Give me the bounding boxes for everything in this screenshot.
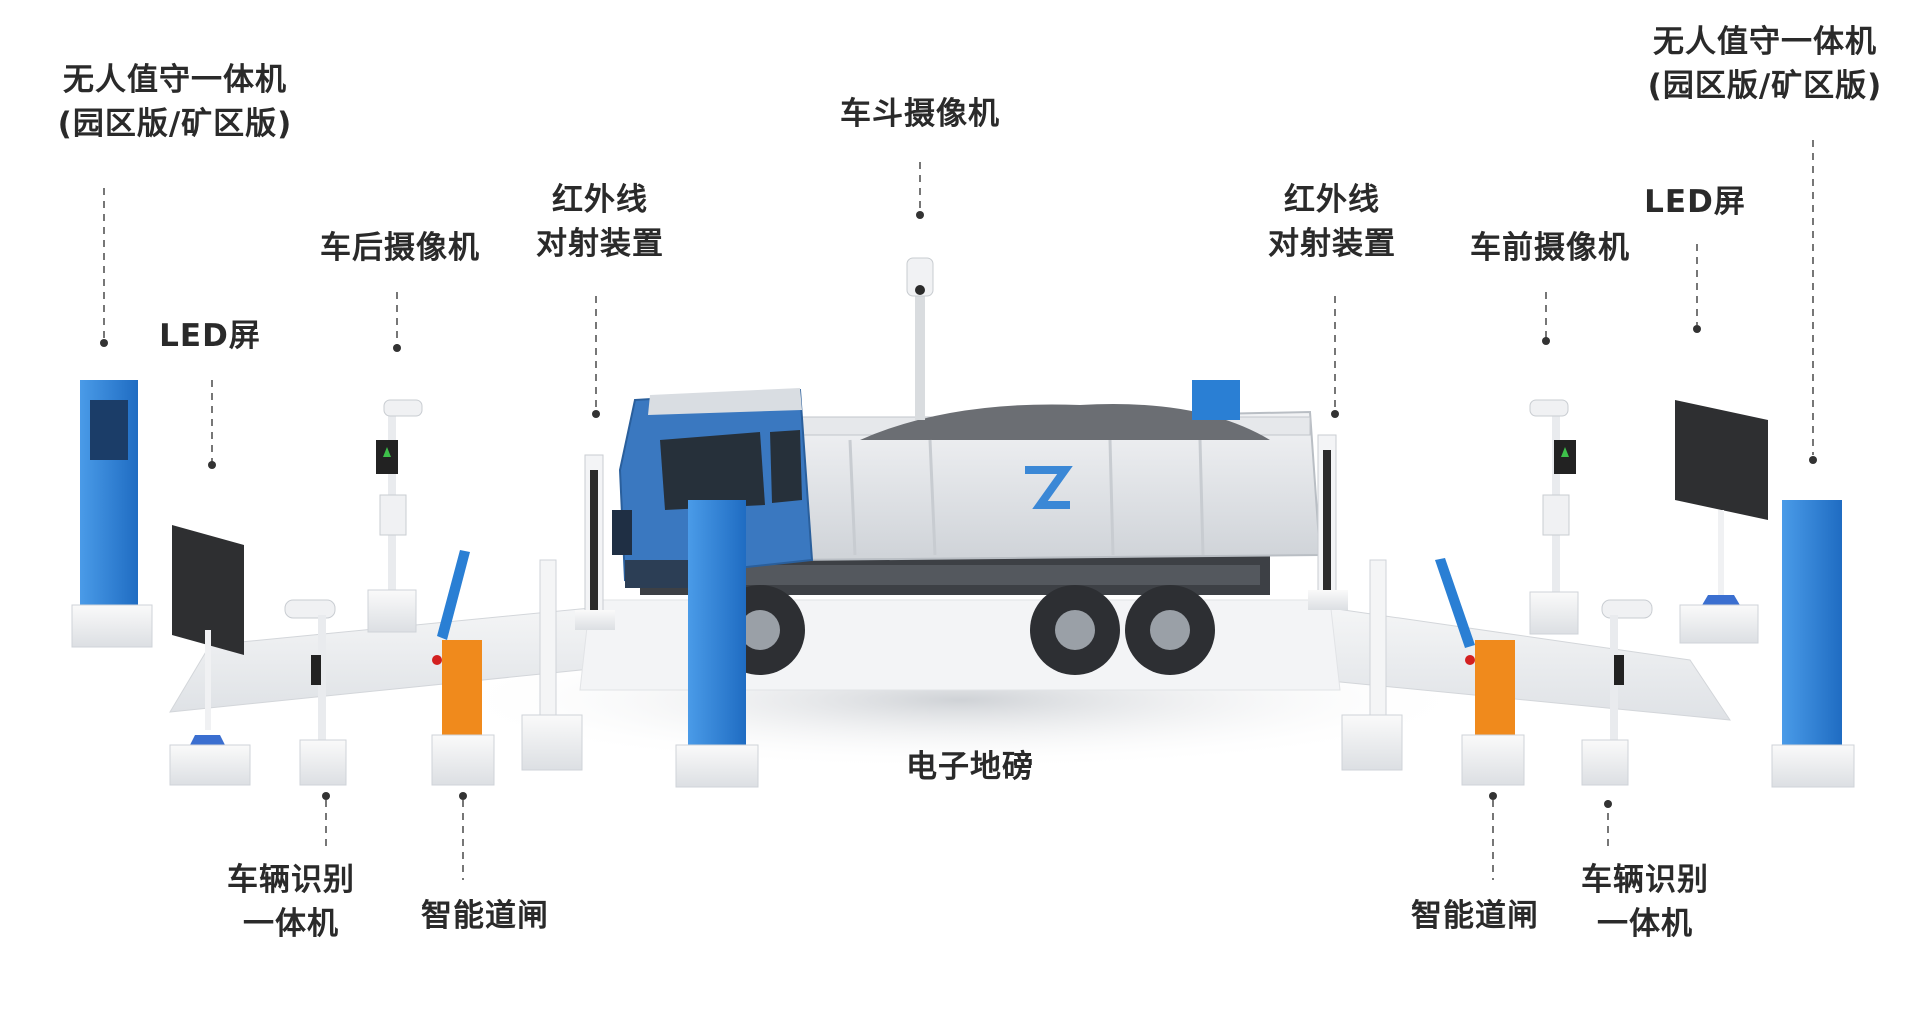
bucket-camera — [906, 257, 934, 420]
label-kiosk-right-line2: (园区版/矿区版) — [1647, 68, 1883, 104]
label-lpr-left-line2: 一体机 — [243, 906, 339, 942]
leader-lines — [103, 140, 1814, 880]
led-screen-left — [169, 525, 251, 786]
pillar-center — [675, 500, 759, 788]
front-camera-pole — [1529, 399, 1579, 635]
label-front-camera-text: 车前摄像机 — [1470, 230, 1630, 266]
label-front-camera: 车前摄像机 — [1430, 226, 1670, 270]
ir-post-left — [575, 454, 615, 630]
label-rear-camera: 车后摄像机 — [280, 226, 520, 270]
label-scale: 电子地磅 — [870, 745, 1070, 789]
label-ir-right-line1: 红外线 — [1284, 182, 1380, 218]
led-screen-right — [1675, 400, 1768, 644]
ir-post-right — [1308, 434, 1348, 610]
label-lpr-left-line1: 车辆识别 — [227, 862, 355, 898]
label-barrier-left: 智能道闸 — [400, 894, 570, 938]
label-kiosk-right: 无人值守一体机 (园区版/矿区版) — [1620, 20, 1910, 108]
rear-camera-pole — [367, 399, 423, 633]
post-left — [521, 559, 583, 771]
lpr-unit-right — [1581, 599, 1653, 786]
label-led-right: LED屏 — [1625, 180, 1765, 224]
label-ir-left-line1: 红外线 — [552, 182, 648, 218]
label-lpr-right-line1: 车辆识别 — [1581, 862, 1709, 898]
label-ir-right-line2: 对射装置 — [1268, 226, 1396, 262]
label-scale-text: 电子地磅 — [906, 749, 1034, 785]
leader-dots — [100, 211, 1817, 808]
label-lpr-left: 车辆识别 一体机 — [206, 858, 376, 946]
lpr-unit-left — [284, 599, 347, 786]
label-lpr-right: 车辆识别 一体机 — [1560, 858, 1730, 946]
label-barrier-right: 智能道闸 — [1390, 894, 1560, 938]
label-ir-left-line2: 对射装置 — [536, 226, 664, 262]
label-ir-right: 红外线 对射装置 — [1252, 178, 1412, 266]
barrier-gate-right — [1435, 558, 1525, 786]
label-bucket-camera: 车斗摄像机 — [800, 92, 1040, 136]
label-led-left: LED屏 — [140, 314, 280, 358]
kiosk-left — [71, 380, 153, 648]
label-bucket-camera-text: 车斗摄像机 — [840, 96, 1000, 132]
barrier-gate-left — [431, 550, 495, 786]
kiosk-right — [1771, 500, 1855, 788]
label-led-left-text: LED屏 — [159, 318, 261, 354]
label-kiosk-left-line2: (园区版/矿区版) — [57, 106, 293, 142]
rear-kiosk — [1192, 380, 1240, 420]
label-kiosk-left-line1: 无人值守一体机 — [63, 62, 287, 98]
label-kiosk-left: 无人值守一体机 (园区版/矿区版) — [30, 58, 320, 146]
label-barrier-left-text: 智能道闸 — [421, 898, 549, 934]
label-ir-left: 红外线 对射装置 — [520, 178, 680, 266]
label-led-right-text: LED屏 — [1644, 184, 1746, 220]
label-lpr-right-line2: 一体机 — [1597, 906, 1693, 942]
label-rear-camera-text: 车后摄像机 — [320, 230, 480, 266]
post-right — [1341, 559, 1403, 771]
label-kiosk-right-line1: 无人值守一体机 — [1653, 24, 1877, 60]
label-barrier-right-text: 智能道闸 — [1411, 898, 1539, 934]
